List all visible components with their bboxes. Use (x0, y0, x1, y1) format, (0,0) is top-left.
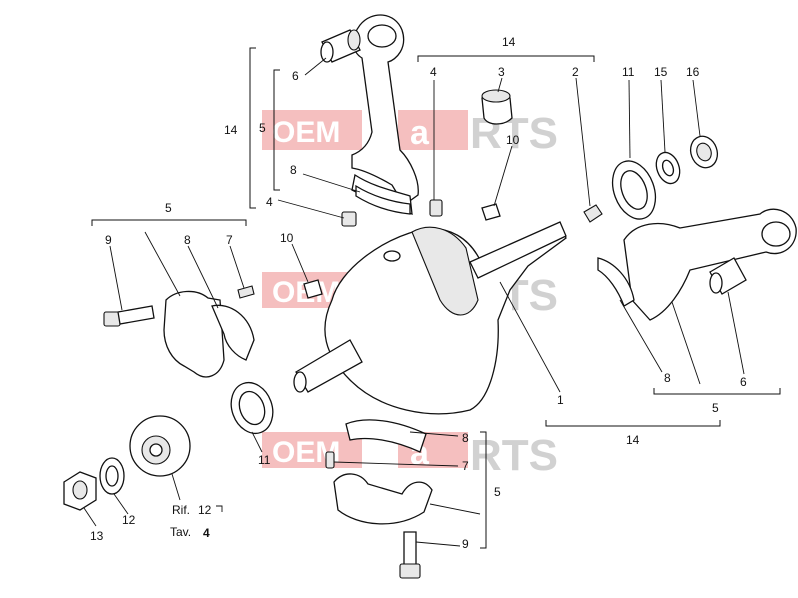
nut-13 (63, 471, 97, 511)
plug-3 (481, 89, 513, 125)
callout-7-left: 7 (226, 233, 233, 247)
callout-14-top-left: 14 (224, 123, 238, 137)
callout-8-right: 8 (664, 371, 671, 385)
callout-6-right: 6 (740, 375, 747, 389)
callout-9-bottom: 9 (462, 537, 469, 551)
timing-gear (129, 415, 191, 477)
bolt-9-bottom (399, 531, 421, 579)
callout-8-left: 8 (184, 233, 191, 247)
callout-8-bottom: 8 (462, 431, 469, 445)
callout-6-top-left: 6 (292, 69, 299, 83)
callout-14-bottom: 14 (626, 433, 640, 447)
small-end-bushing-top (320, 29, 361, 63)
callout-11-bottom: 11 (258, 453, 271, 467)
reference-note: Rif. 12 Tav. 4 (170, 503, 223, 540)
callout-11-top: 11 (622, 65, 635, 79)
watermark-rts-text: RTS (470, 431, 558, 480)
pin-4-left (341, 211, 357, 227)
reference-rif-value: 12 (198, 503, 212, 517)
reference-rif-label: Rif. (172, 503, 190, 517)
main-bearing-cap-left (163, 290, 225, 378)
callout-10-left: 10 (280, 231, 294, 245)
pin-2 (583, 204, 603, 223)
small-end-bushing-right (709, 257, 747, 295)
brackets (91, 47, 781, 549)
reference-tav-value: 4 (203, 526, 210, 540)
thrust-washer-11-bottom (230, 381, 274, 435)
callout-7-bottom: 7 (462, 459, 469, 473)
callout-5-bottom: 5 (494, 485, 501, 499)
connecting-rod-right (623, 208, 797, 321)
callout-5-right: 5 (712, 401, 719, 415)
callout-2: 2 (572, 65, 579, 79)
callout-5-left: 5 (165, 201, 172, 215)
bushing-16 (689, 135, 719, 169)
key-10-left (303, 279, 323, 299)
callout-1: 1 (557, 393, 564, 407)
key-10-right (481, 203, 501, 221)
pin-7-bottom (325, 451, 335, 469)
washer-15 (655, 151, 681, 185)
callout-8-top-left: 8 (290, 163, 297, 177)
callout-3: 3 (498, 65, 505, 79)
bearing-shell-left (211, 304, 255, 361)
watermark-top: OEM a RTS (262, 109, 558, 158)
callout-5-top-left: 5 (259, 121, 266, 135)
pin-7-left (237, 285, 255, 299)
callout-13: 13 (90, 529, 104, 543)
callout-12: 12 (122, 513, 136, 527)
callout-14-top-right: 14 (502, 35, 516, 49)
callout-labels: 14 5 6 8 4 4 3 2 10 10 14 11 15 16 5 9 8… (90, 35, 747, 551)
callout-9-left: 9 (105, 233, 112, 247)
washer-12 (99, 457, 125, 495)
callout-4-top: 4 (430, 65, 437, 79)
callout-4-left: 4 (266, 195, 273, 209)
bolt-9-left (103, 305, 155, 327)
main-bearing-cap-bottom (333, 473, 433, 525)
thrust-washer-11-top (611, 160, 657, 220)
bearing-shell-bottom (345, 419, 427, 453)
bearing-shell-top (355, 184, 411, 215)
leader-lines (83, 57, 745, 547)
pin-4-top (429, 199, 443, 217)
callout-15: 15 (654, 65, 668, 79)
crankshaft (293, 221, 567, 415)
watermark-oem-text: OEM (272, 116, 340, 149)
callout-16: 16 (686, 65, 700, 79)
watermark-a-text: a (410, 114, 430, 152)
callout-10-right: 10 (506, 133, 520, 147)
reference-tav-label: Tav. (170, 525, 191, 539)
